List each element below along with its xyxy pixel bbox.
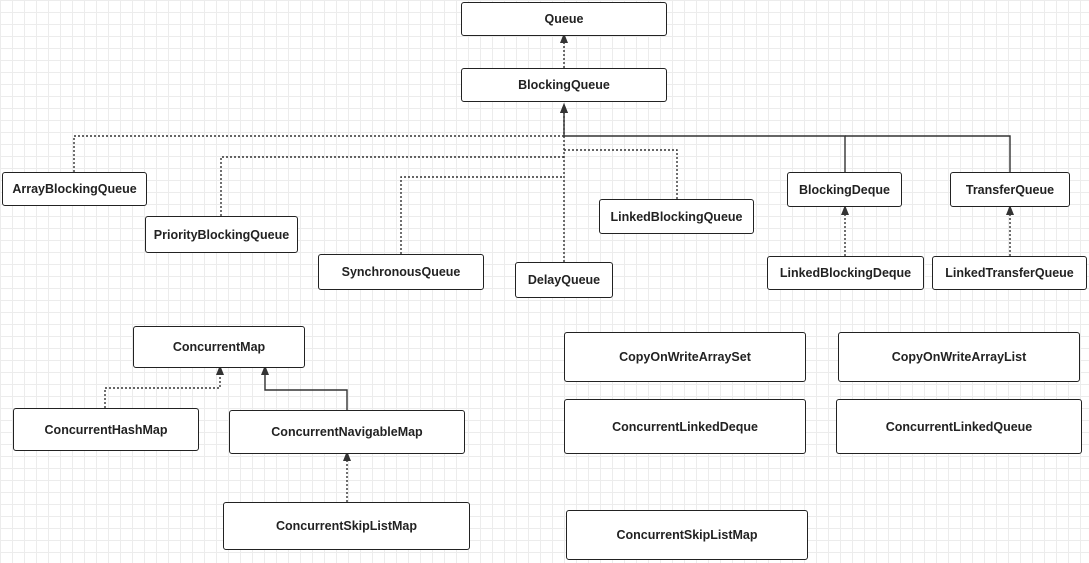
node-transfer-queue: TransferQueue <box>950 172 1070 207</box>
node-linked-blocking-queue: LinkedBlockingQueue <box>599 199 754 234</box>
edge-blockingdeque <box>560 103 846 172</box>
node-concurrent-skip-list-map-standalone: ConcurrentSkipListMap <box>566 510 808 560</box>
node-priority-blocking-queue: PriorityBlockingQueue <box>145 216 298 253</box>
edge-concurrentnavigablemap <box>261 365 348 410</box>
node-concurrent-linked-queue: ConcurrentLinkedQueue <box>836 399 1082 454</box>
node-delay-queue: DelayQueue <box>515 262 613 298</box>
node-copy-on-write-array-set: CopyOnWriteArraySet <box>564 332 806 382</box>
edge-transferqueue <box>845 135 1011 172</box>
edge-arrayblockingqueue <box>73 135 564 172</box>
node-synchronous-queue: SynchronousQueue <box>318 254 484 290</box>
edge-synchronousqueue <box>400 176 564 254</box>
node-concurrent-hash-map: ConcurrentHashMap <box>13 408 199 451</box>
edge-concurrenthashmap <box>104 365 224 408</box>
node-linked-transfer-queue: LinkedTransferQueue <box>932 256 1087 290</box>
node-queue: Queue <box>461 2 667 36</box>
node-concurrent-navigable-map: ConcurrentNavigableMap <box>229 410 465 454</box>
node-linked-blocking-deque: LinkedBlockingDeque <box>767 256 924 290</box>
node-concurrent-map: ConcurrentMap <box>133 326 305 368</box>
node-copy-on-write-array-list: CopyOnWriteArrayList <box>838 332 1080 382</box>
node-blocking-deque: BlockingDeque <box>787 172 902 207</box>
node-concurrent-skip-list-map: ConcurrentSkipListMap <box>223 502 470 550</box>
node-blocking-queue: BlockingQueue <box>461 68 667 102</box>
node-array-blocking-queue: ArrayBlockingQueue <box>2 172 147 206</box>
node-concurrent-linked-deque: ConcurrentLinkedDeque <box>564 399 806 454</box>
edge-priorityblockingqueue <box>220 156 564 216</box>
edge-linkedblockingqueue <box>564 149 678 199</box>
